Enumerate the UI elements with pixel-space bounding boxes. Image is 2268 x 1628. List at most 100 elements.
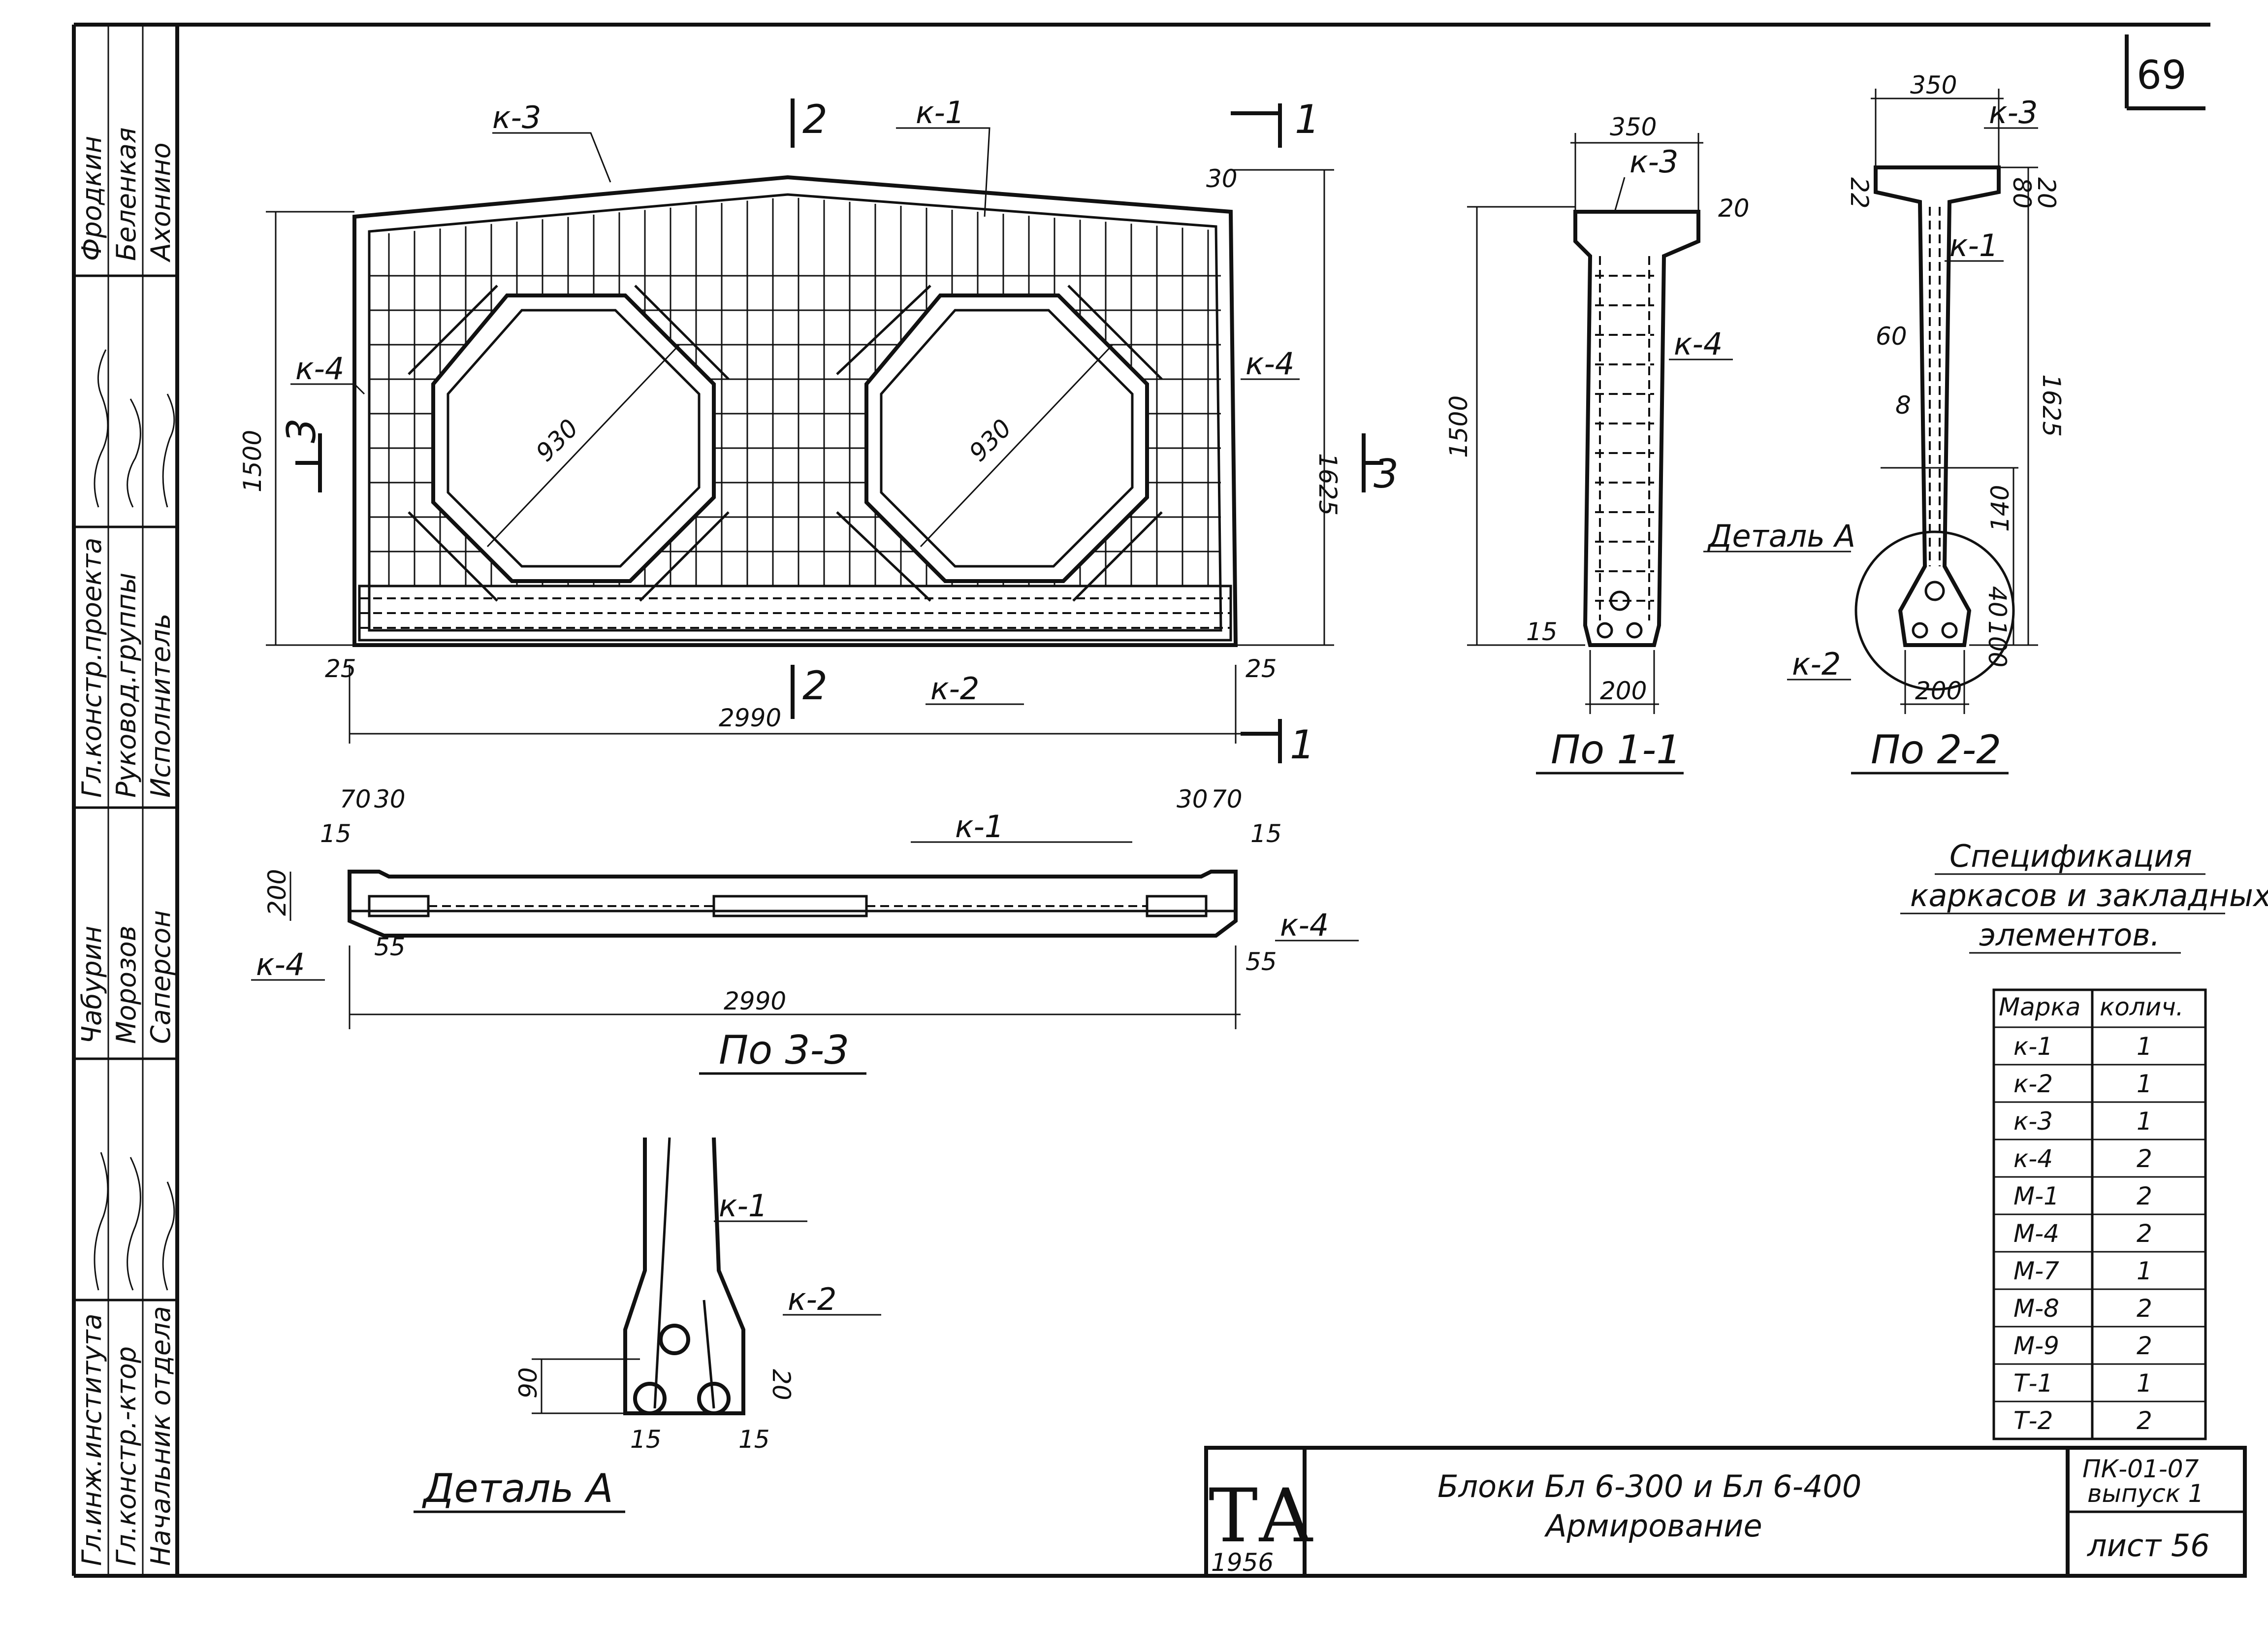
sec33-dim-r55: 55 [1246,947,1277,976]
detail-dim-l15: 15 [630,1425,662,1454]
sec22-dim-d3: 60 [1876,322,1907,351]
sheet-number: 69 [2137,52,2187,98]
title-sheet-label: лист 56 [2087,1528,2210,1563]
spec-row-mark: к-2 [2013,1070,2053,1098]
title-logo: ТА [1209,1473,1314,1559]
stamp-role-3: Исполнитель [145,614,176,798]
sec11-label-k3: к-3 [1629,144,1678,180]
detail-a: к-1 к-2 90 20 15 15 Деталь А [414,1137,881,1513]
sec11-label-k4: к-4 [1674,326,1723,362]
sec22-dim-height: 1625 [2037,374,2066,437]
stamp-name-3: Ахонино [145,142,176,262]
detail-a-outline [623,1137,745,1415]
specification: Спецификация каркасов и закладных элемен… [1900,838,2268,1440]
stamp-role-1: Гл.констр.проекта [76,538,107,798]
section-3-3: к-1 к-4 к-4 70 30 30 70 15 15 200 55 55 … [251,785,1359,1075]
sec11-dim-bottom-offset: 15 [1526,618,1558,646]
spec-row-qty: 2 [2137,1332,2152,1360]
spec-title-2: каркасов и закладных [1910,878,2268,913]
opening-right-inner [880,309,1134,568]
sec33-dim-l55: 55 [374,933,406,961]
title-code: ПК-01-07 [2082,1455,2199,1483]
sec22-dim-d5: 140 [1986,485,2014,532]
detail-title: Деталь А [422,1465,613,1511]
detail-label-k1: к-1 [719,1188,767,1224]
sec33-dim-h: 200 [263,869,291,916]
section-mark-3-left: 3 [279,418,324,443]
stamp-role-2: Руковод.группы [111,573,142,798]
label-k3: к-3 [492,99,541,135]
dim-height-right: 1625 [1313,453,1342,516]
signature [94,1152,175,1291]
section-mark-2-top: 2 [802,97,828,142]
spec-row-qty: 1 [2137,1032,2152,1061]
section-1-1-ties [1595,275,1654,602]
dim-length: 2990 [719,704,781,732]
sec22-dim-d7: 100 [1983,620,2012,667]
sec22-label-detail: Деталь А [1707,518,1855,554]
spec-title-3: элементов. [1979,917,2160,953]
side-stamp: Фродкин Беленкая Ахонино Гл.констр.проек… [74,25,177,1576]
title-line-1: Блоки Бл 6-300 и Бл 6-400 [1437,1468,1861,1504]
sec22-dim-top-width: 350 [1910,71,1957,99]
stamp-role-4: Гл.инж.института [76,1313,107,1566]
spec-row-qty: 2 [2137,1294,2152,1323]
spec-row-qty: 2 [2137,1182,2152,1210]
section-mark-2-bottom: 2 [802,663,828,709]
sec33-label-k4-right: к-4 [1280,907,1329,943]
spec-row-mark: Т-1 [2013,1369,2053,1398]
stamp-name-2: Беленкая [111,127,142,261]
spec-row-qty: 2 [2137,1144,2152,1173]
spec-row-mark: М-4 [2013,1219,2059,1248]
sec22-label-k2: к-2 [1792,646,1841,682]
spec-row-qty: 1 [2137,1369,2152,1398]
stamp-name-5: Морозов [111,925,142,1044]
label-k4-right: к-4 [1246,346,1294,382]
detail-label-k2: к-2 [788,1281,836,1317]
sec33-dim-l70: 70 [340,785,371,814]
sec33-label-k4-left: к-4 [256,946,305,982]
front-view: 930 930 к-3 к-1 к-4 к-4 к-2 2 2 1 1 3 3 [238,95,1399,768]
spec-row-qty: 1 [2137,1257,2152,1285]
sec33-label-k1: к-1 [955,809,1004,845]
detail-dim-v20: 20 [767,1369,796,1400]
sec33-dim-l30: 30 [374,785,406,814]
spec-row-mark: М-7 [2013,1257,2059,1285]
spec-header-qty: колич. [2100,993,2184,1021]
sec22-label-k3: к-3 [1989,95,2038,130]
sec33-dim-r30: 30 [1177,785,1208,814]
sheet-frame [72,23,2245,1578]
detail-dim-h90: 90 [514,1367,543,1399]
title-line-2: Армирование [1544,1508,1762,1544]
sec22-dim-d1: 80 [2008,177,2036,209]
dim-top-right: 30 [1206,164,1238,193]
sec11-title: По 1-1 [1551,727,1681,773]
title-block: ТА 1956 Блоки Бл 6-300 и Бл 6-400 Армиро… [1204,1446,2247,1578]
label-k1: к-1 [916,95,964,130]
sec11-dim-height: 1500 [1444,395,1473,458]
spec-row-qty: 1 [2137,1070,2152,1098]
title-issue: выпуск 1 [2087,1479,2204,1508]
section-2-2: 350 к-3 22 80 20 к-1 60 8 1625 140 40 10… [1703,71,2066,775]
spec-row-mark: М-8 [2013,1294,2059,1323]
stamp-role-5: Гл.констр.-ктор [111,1346,142,1566]
spec-row-qty: 1 [2137,1107,2152,1136]
label-k4-left: к-4 [295,351,344,387]
dim-bottom-left: 25 [325,654,356,683]
sec22-title: По 2-2 [1871,727,2001,773]
dim-height-left: 1500 [238,430,267,492]
section-1-1: 350 к-3 20 к-4 1500 15 200 По 1-1 [1444,113,1750,775]
section-2-2-outline [1874,165,2001,647]
spec-row-mark: к-3 [2013,1107,2053,1136]
stamp-role-6: Начальник отдела [145,1306,176,1566]
section-1-1-outline [1573,210,1700,647]
sec33-dim-r15: 15 [1250,819,1282,848]
opening-left-inner [447,309,701,568]
block-inner-outline [368,193,1222,632]
block-outline [352,175,1238,647]
detail-dim-r15: 15 [738,1425,770,1454]
title-year: 1956 [1211,1548,1274,1577]
opening-left [431,293,716,583]
